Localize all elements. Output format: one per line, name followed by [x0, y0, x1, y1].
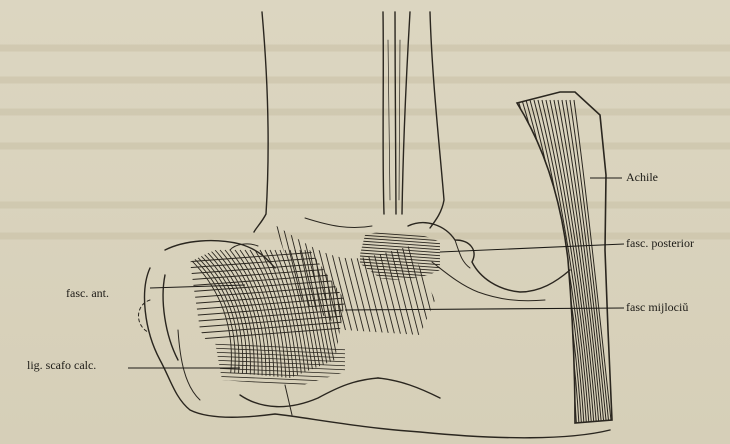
fibre-line	[360, 250, 445, 256]
label-achile: Achile	[626, 170, 658, 184]
fibre-line	[342, 222, 372, 340]
leader-fasc-posterior	[440, 244, 624, 252]
bone-outline	[145, 268, 610, 438]
anterior-fascicle-fibres	[180, 250, 362, 380]
label-fasc-mijlociu: fasc mijlociŭ	[626, 300, 688, 314]
fibre-line	[360, 280, 445, 286]
fibre-line	[360, 253, 445, 259]
fibre-line	[360, 283, 445, 289]
label-fasc-posterior: fasc. posterior	[626, 236, 694, 250]
fibre-line	[210, 380, 350, 386]
fibre-line	[348, 222, 378, 340]
fibre-line	[360, 262, 445, 268]
fibre-line	[360, 256, 445, 262]
fibre-line	[312, 222, 342, 340]
fibre-line	[390, 222, 420, 340]
label-fasc-ant: fasc. ant.	[66, 286, 109, 300]
fibre-line	[185, 262, 345, 274]
fibre-line	[288, 222, 318, 340]
fibre-line	[360, 274, 445, 280]
posterior-fascicle-fibres	[360, 232, 445, 289]
fibre-line	[360, 241, 445, 247]
label-lig-scafo-calc: lig. scafo calc.	[27, 358, 96, 372]
fibre-line	[185, 292, 345, 304]
fibre-line	[360, 277, 445, 283]
fibre-line	[335, 250, 354, 380]
tibia-outline-posterior	[430, 12, 444, 228]
show-through-text	[0, 48, 730, 236]
fibre-line	[360, 247, 445, 253]
fibre-line	[438, 222, 468, 340]
achilles-tendon	[517, 92, 612, 423]
fibre-line	[330, 222, 360, 340]
